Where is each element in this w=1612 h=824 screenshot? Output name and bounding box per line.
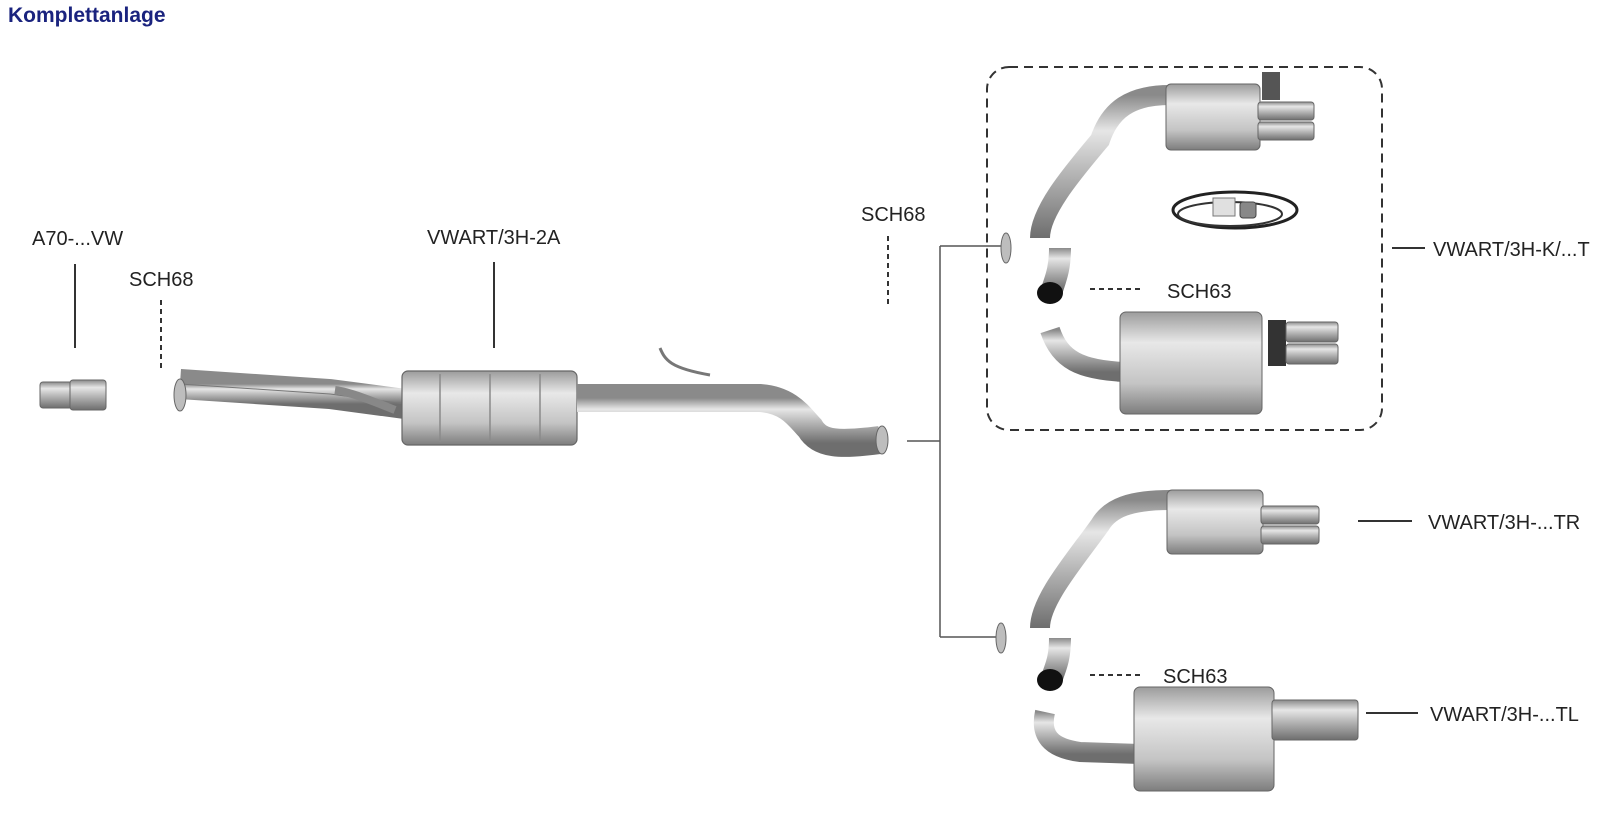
rear-left-label: VWART/3H-...TL — [1430, 704, 1579, 726]
valve-cable-kit — [1171, 190, 1299, 230]
rear-valve-label: VWART/3H-K/...T — [1433, 239, 1590, 261]
adapter-part — [39, 379, 107, 411]
valve-rear-silencer-upper — [1000, 72, 1315, 304]
middle-section-label: VWART/3H-2A — [427, 227, 561, 249]
middle-section-part — [173, 347, 889, 457]
valve-option-frame — [986, 66, 1383, 431]
rear-left-silencer — [1033, 686, 1359, 792]
clamp-front-label: SCH68 — [129, 269, 193, 291]
clamp-split-label: SCH63 — [1163, 666, 1227, 688]
clamp-valve-label: SCH63 — [1167, 281, 1231, 303]
clamp-rear-label: SCH68 — [861, 204, 925, 226]
valve-rear-silencer-lower — [1040, 311, 1339, 415]
page-title: Komplettanlage — [8, 4, 166, 27]
rear-right-label: VWART/3H-...TR — [1428, 512, 1580, 534]
options-bracket — [907, 245, 1002, 638]
rear-right-silencer — [995, 489, 1320, 691]
adapter-label: A70-...VW — [32, 228, 123, 250]
